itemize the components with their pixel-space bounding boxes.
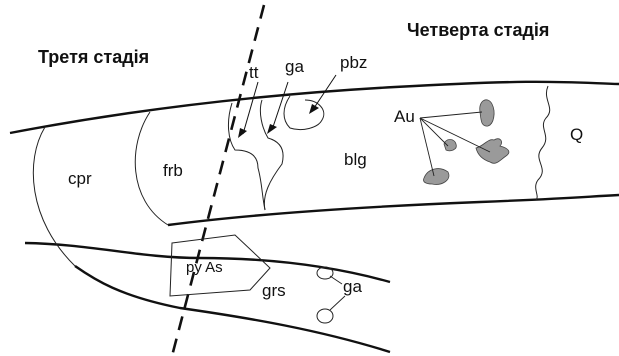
- stage-boundary-dashed-line: [172, 5, 264, 356]
- ga-zone-boundary: [260, 100, 283, 210]
- fourth-stage-title: Четверта стадія: [407, 20, 549, 40]
- label-cpr: cpr: [68, 169, 92, 188]
- label-ga-top: ga: [285, 57, 304, 76]
- third-stage-title: Третя стадія: [38, 47, 149, 67]
- au-grain-3: [476, 139, 509, 164]
- label-grs: grs: [262, 281, 286, 300]
- label-blg: blg: [344, 150, 367, 169]
- au-grain-2: [444, 140, 456, 151]
- au-grain-4: [423, 169, 448, 185]
- pbz-zone-boundary: [284, 96, 324, 130]
- q-zone-boundary: [536, 86, 550, 200]
- label-pbz: pbz: [340, 53, 367, 72]
- label-q: Q: [570, 125, 583, 144]
- label-au: Au: [394, 107, 415, 126]
- ga-lower-ellipse-2: [317, 309, 333, 323]
- upper-band-bottom-boundary: [168, 195, 619, 225]
- label-py-as: py As: [186, 259, 223, 276]
- label-ga-bottom: ga: [343, 277, 362, 296]
- label-frb: frb: [163, 161, 183, 180]
- au-grain-1: [480, 100, 494, 126]
- label-tt: tt: [249, 63, 259, 82]
- tt-arrow: [238, 82, 258, 138]
